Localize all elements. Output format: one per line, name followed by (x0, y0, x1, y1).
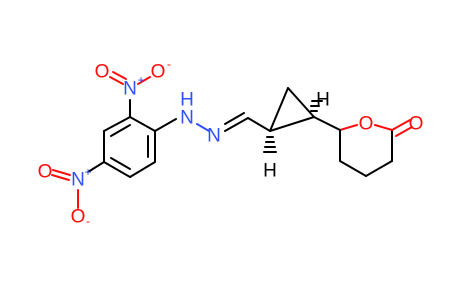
bond (112, 71, 127, 80)
lactone-ring: O O (339, 114, 424, 177)
bond (269, 116, 315, 132)
bond (224, 112, 245, 125)
hashed-wedge (310, 100, 323, 112)
bond (269, 87, 289, 132)
nitro-group-top: O N + O - (95, 57, 171, 118)
bond (196, 123, 210, 132)
charge-label: - (86, 214, 90, 228)
hydrazone-linkage: N H N (154, 90, 271, 147)
atom-label: O (71, 207, 86, 228)
bond (129, 116, 156, 132)
bond (339, 160, 367, 177)
bond (110, 157, 131, 170)
atom-label: O (38, 162, 53, 183)
bond (52, 169, 71, 176)
atom-label: O (409, 114, 424, 135)
bond (391, 119, 411, 131)
atom-label: O (151, 62, 166, 83)
bond (137, 76, 151, 85)
atom-label: O (95, 62, 110, 83)
bond (129, 161, 156, 178)
atom-label: H (316, 90, 330, 111)
nitro-group-bottom: O N + O - (38, 161, 105, 228)
bond (313, 116, 341, 131)
bond (224, 117, 249, 132)
atom-label: H (263, 161, 277, 182)
bond (339, 124, 358, 131)
atom-label: H (180, 90, 194, 111)
charge-label: + (84, 165, 91, 179)
atom-label: N (180, 108, 194, 129)
charge-label: - (167, 57, 171, 71)
bond (395, 126, 413, 137)
charge-label: + (137, 73, 144, 87)
cyclopropane-ring: H H (263, 87, 341, 182)
atom-label: O (359, 114, 374, 135)
bond (110, 124, 131, 137)
bond (154, 118, 177, 132)
bond (109, 76, 124, 85)
bond (103, 161, 131, 178)
bond (365, 160, 393, 177)
bond (374, 124, 393, 131)
benzene-ring (103, 116, 156, 178)
atom-label: N (207, 126, 221, 147)
bond (87, 161, 105, 173)
atom-label: N (71, 170, 85, 191)
hashed-wedge (263, 136, 277, 153)
atom-label: N (123, 79, 137, 100)
bond (247, 117, 271, 132)
bond (51, 174, 70, 181)
bond (103, 116, 131, 132)
bond (287, 87, 315, 118)
